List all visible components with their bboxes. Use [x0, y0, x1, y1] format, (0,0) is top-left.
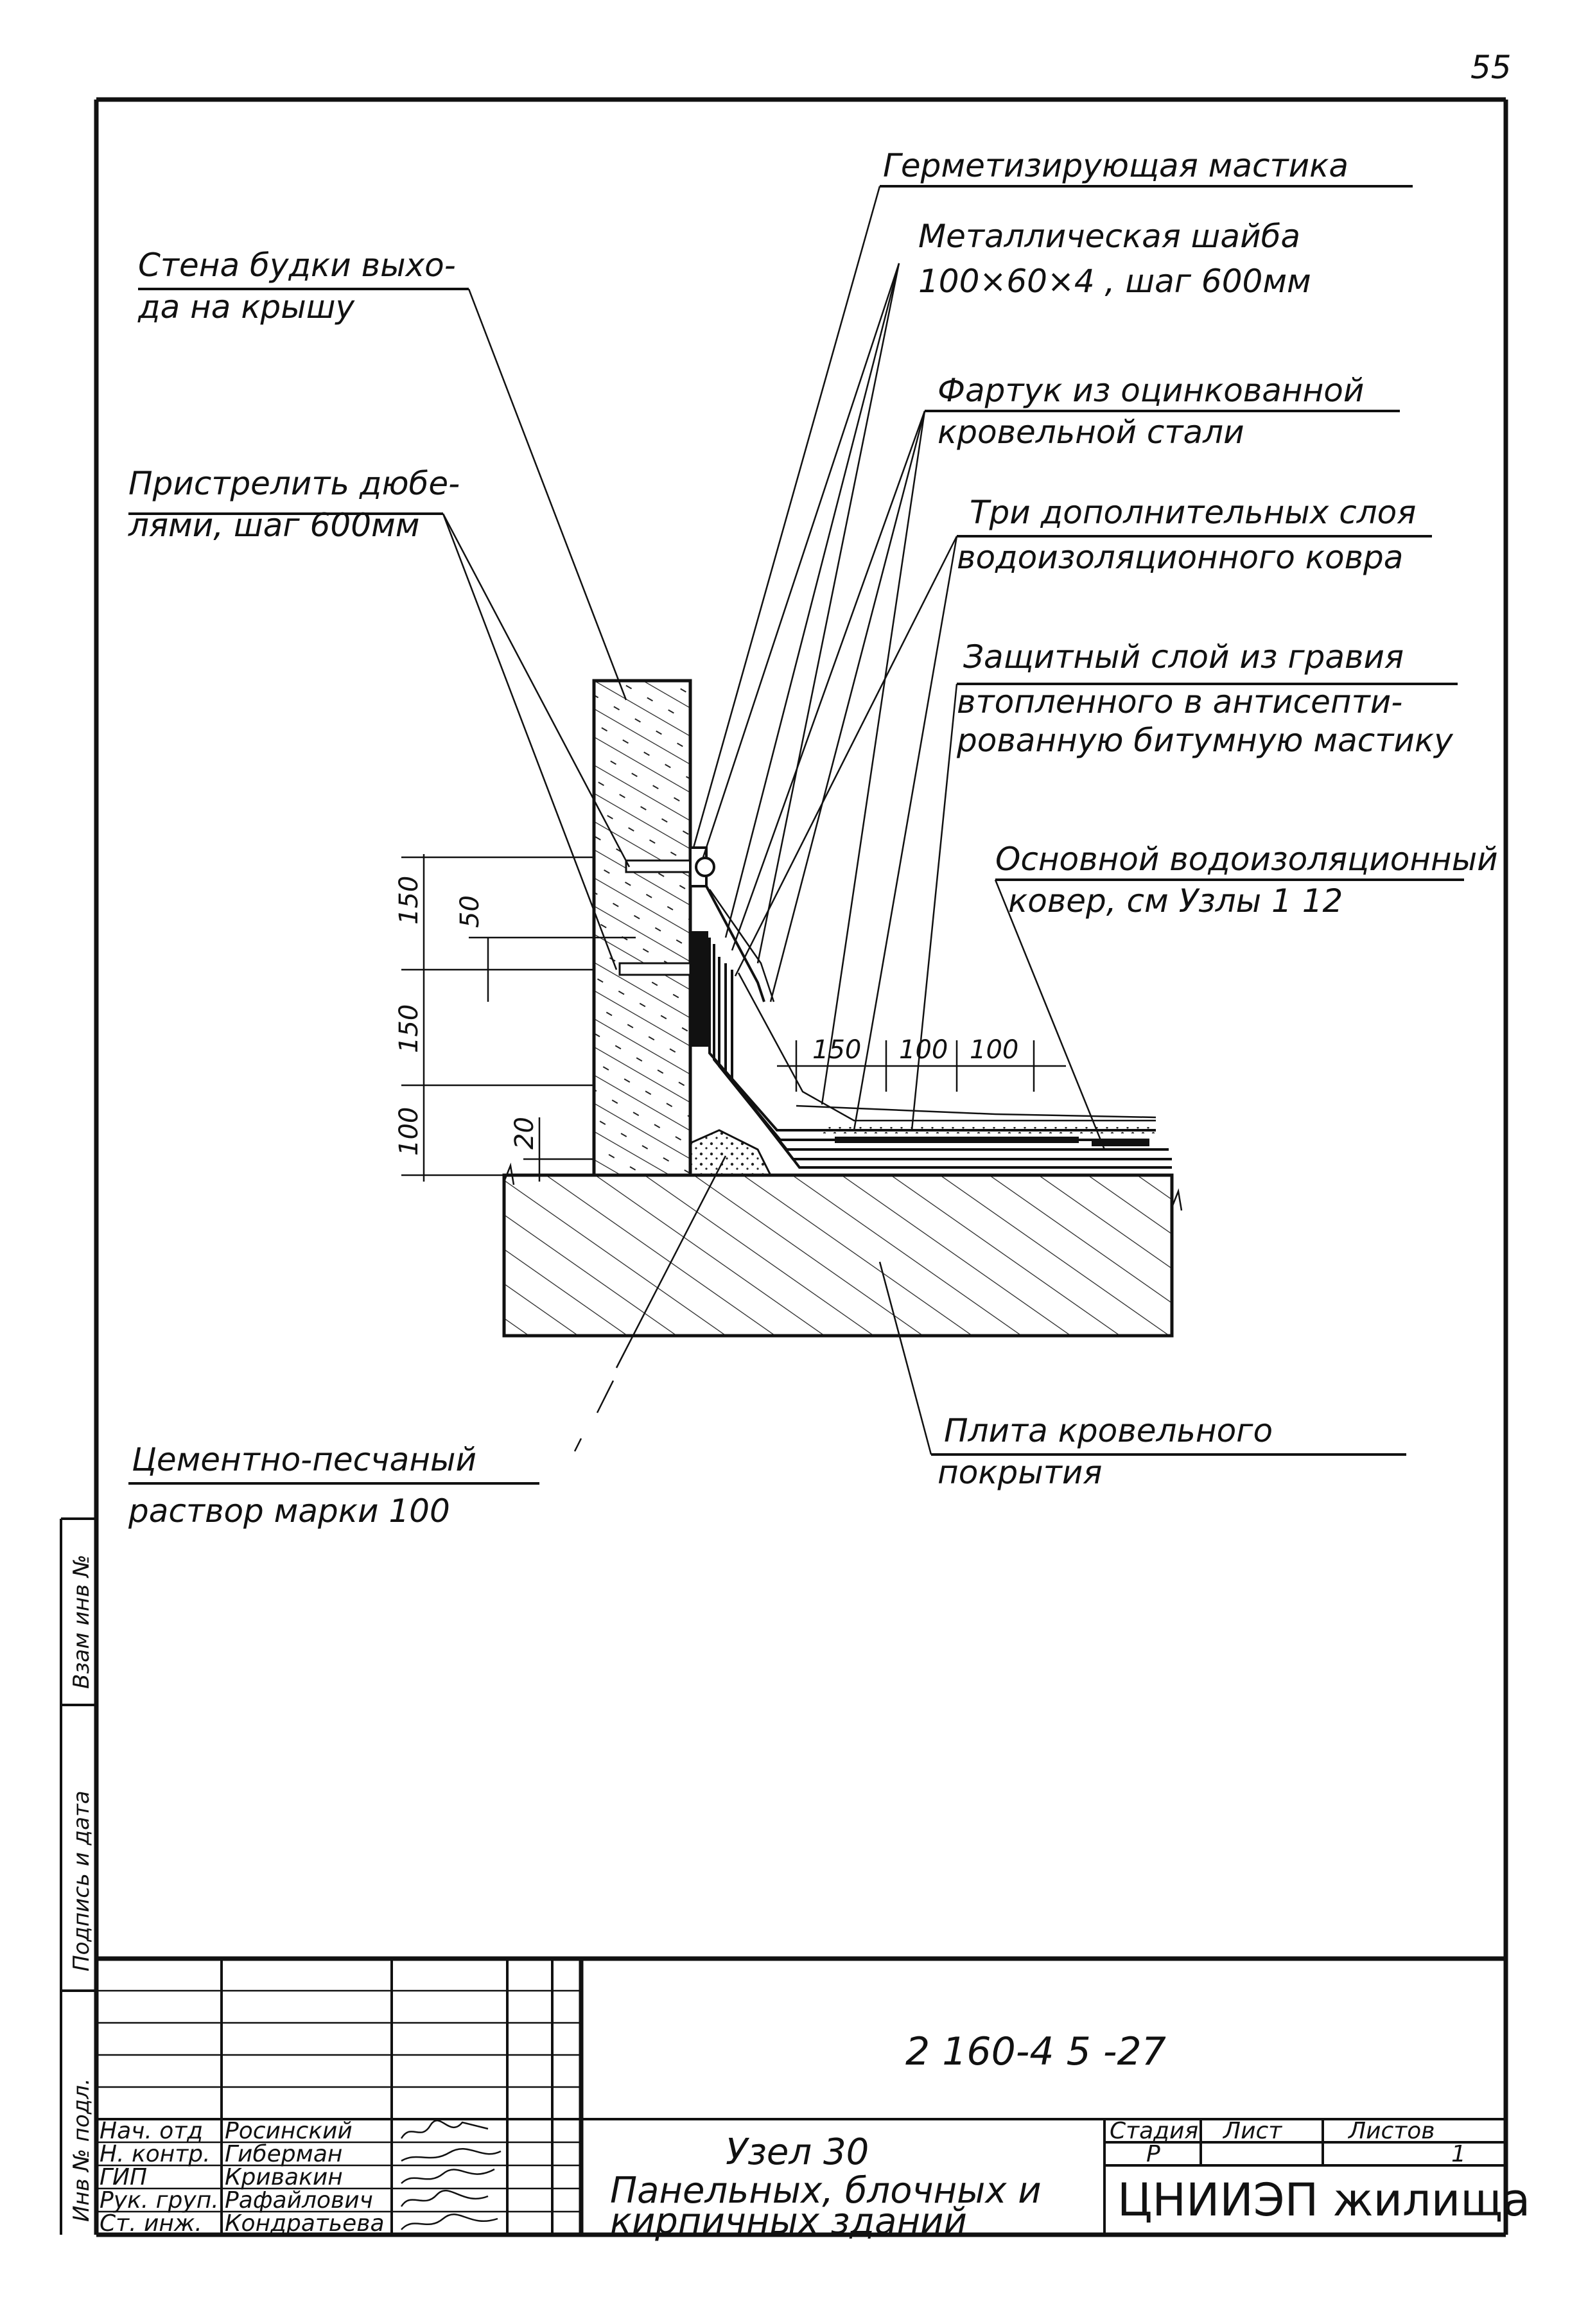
dim-150-top: 150 [394, 876, 424, 925]
role-2: Н. контр. [100, 2141, 211, 2167]
role-3: ГИП [100, 2164, 147, 2190]
label-slab-2: покрытия [938, 1454, 1102, 1491]
dim-100: 100 [394, 1107, 424, 1156]
name-4: Рафайлович [225, 2187, 373, 2214]
dim-20: 20 [510, 1117, 539, 1149]
side-stamp-sign-date: Подпись и дата [69, 1790, 94, 1971]
organization: ЦНИИЭП жилища [1117, 2174, 1530, 2226]
dowel-lower [618, 962, 692, 976]
label-apron-1: Фартук из оцинкованной [938, 372, 1364, 409]
label-washer-1: Металлическая шайба [918, 218, 1300, 255]
title-line-1: Узел 30 [726, 2131, 869, 2173]
name-2: Гиберман [225, 2141, 342, 2167]
label-main-carpet-2: ковер, см Узлы 1 12 [1008, 882, 1343, 920]
exit-booth-wall [592, 679, 692, 1177]
dim-50: 50 [455, 895, 485, 928]
label-washer-2: 100×60×4 , шаг 600мм [918, 263, 1311, 300]
doc-code: 2 160-4 5 -27 [905, 2029, 1166, 2074]
dim-h-150: 150 [812, 1035, 861, 1065]
label-gravel-2: втопленного в антисепти- [957, 683, 1402, 721]
sheet-frame [94, 97, 1508, 2237]
stage-header: Стадия [1110, 2118, 1198, 2144]
sealing-mastic [690, 931, 708, 1047]
dim-h-100b: 100 [970, 1035, 1018, 1065]
stage-value: Р [1146, 2141, 1160, 2167]
role-1: Нач. отд [100, 2118, 203, 2144]
title-block: 2 160-4 5 -27 Узел 30 Панельных, блочных… [96, 1956, 1530, 2242]
dimensions: 150 50 150 100 20 150 100 100 [394, 854, 1066, 1182]
roof-slab [502, 1173, 1174, 1338]
page-number: 55 [1470, 49, 1512, 86]
label-apron-2: кровельной стали [938, 414, 1244, 451]
label-wall-1: Стена будки выхо- [138, 247, 456, 284]
dim-150-mid: 150 [394, 1004, 424, 1053]
construction-detail [502, 679, 1183, 1338]
label-wall-2: да на крышу [137, 288, 355, 326]
label-mortar-2: раствор марки 100 [128, 1492, 450, 1530]
dowel [625, 859, 698, 873]
label-sealing-mastic: Герметизирующая мастика [883, 147, 1348, 184]
role-4: Рук. груп. [100, 2187, 219, 2214]
label-dowel-2: лями, шаг 600мм [128, 507, 419, 544]
label-gravel-3: рованную битумную мастику [956, 722, 1454, 759]
signatures [400, 2120, 502, 2230]
sheet-header: Лист [1222, 2118, 1282, 2144]
dim-h-100a: 100 [899, 1035, 948, 1065]
title-line-2: Панельных, блочных и [610, 2170, 1042, 2212]
label-layers-2: водоизоляционного ковра [957, 539, 1403, 576]
sheets-value: 1 [1451, 2141, 1466, 2167]
side-stamp-inv-no: Инв № подл. [69, 2078, 94, 2222]
role-5: Ст. инж. [100, 2210, 202, 2237]
label-mortar-1: Цементно-песчаный [132, 1441, 476, 1478]
sheets-header: Листов [1347, 2118, 1435, 2144]
label-dowel-1: Пристрелить дюбе- [128, 465, 460, 502]
label-gravel-1: Защитный слой из гравия [963, 638, 1404, 676]
name-1: Росинский [225, 2118, 353, 2144]
waterproofing-layers [708, 938, 1172, 1169]
label-main-carpet-1: Основной водоизоляционный [995, 841, 1498, 878]
label-layers-1: Три дополнительных слоя [970, 494, 1416, 531]
callouts: Герметизирующая мастика Металлическая ша… [128, 147, 1498, 1530]
name-3: Кривакин [225, 2164, 343, 2190]
side-stamp: Взам инв № Подпись и дата Инв № подл. [60, 1517, 96, 2235]
label-slab-1: Плита кровельного [944, 1412, 1273, 1449]
mortar-bed [689, 1129, 772, 1176]
side-stamp-replace-inv: Взам инв № [69, 1555, 94, 1689]
name-5: Кондратьева [225, 2210, 385, 2237]
galvanized-apron [705, 886, 765, 1002]
title-line-3: кирпичных зданий [610, 2201, 967, 2242]
